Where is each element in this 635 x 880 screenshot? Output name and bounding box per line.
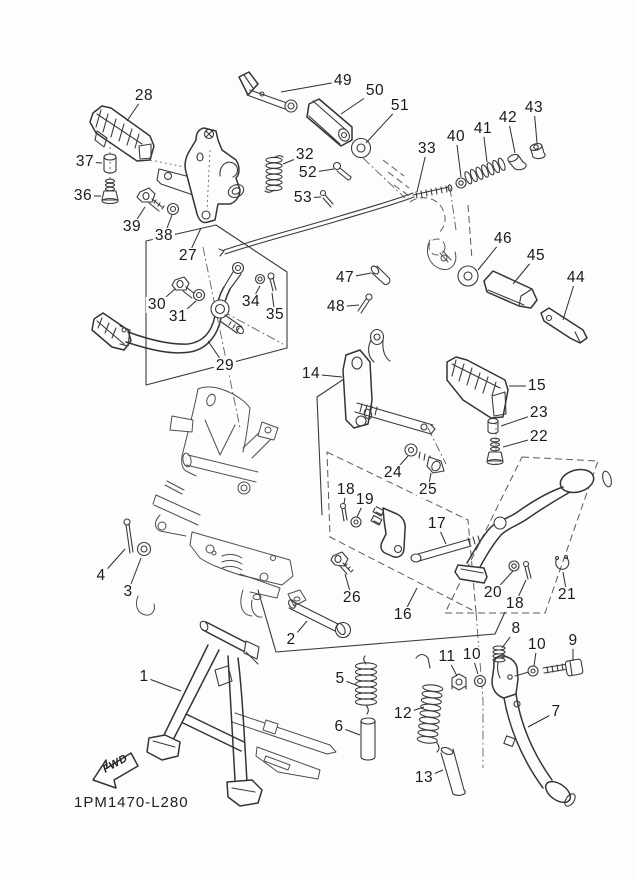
part-23-collar: [487, 417, 499, 435]
part-switch-bracket: [370, 505, 406, 558]
part-43-nut: [529, 142, 546, 160]
part-29-brake-pedal: [91, 261, 245, 354]
pedal-group-box: [145, 224, 288, 386]
frame-ghost-sketch: [382, 159, 473, 271]
part-47-pin: [370, 265, 391, 285]
part-46-washer: [457, 265, 479, 287]
part-32-spring: [264, 155, 284, 193]
part-10-washer-outer: [527, 665, 539, 677]
part-52-pin: [332, 161, 352, 181]
part-8-spring: [492, 645, 506, 663]
part-39-bolt: [136, 187, 165, 212]
part-14-footrest-bracket: [342, 328, 436, 435]
part-45-footrest-rubber-rear: [483, 270, 538, 309]
part-42-collar: [507, 153, 527, 171]
part-34-washer: [254, 273, 266, 285]
part-30-bolt: [171, 276, 196, 299]
part-10-washer-inner: [473, 674, 487, 688]
part-15-footrest-rubber: [446, 356, 509, 419]
frame-sidestand-bracket-sketch: [231, 712, 337, 780]
frame-center-sketch: [135, 386, 307, 618]
part-53-cotter-pin: [319, 189, 334, 208]
part-11-nut: [451, 673, 467, 691]
part-38-washer: [166, 202, 180, 216]
part-35-cotter-pin: [267, 272, 277, 292]
part-36-bolt: [101, 178, 119, 205]
diagram-code: 1PM1470-L280: [74, 794, 189, 811]
part-6-collar: [360, 717, 376, 761]
part-18-cotter-pin-lower: [522, 560, 532, 580]
part-31-washer: [192, 288, 206, 302]
part-44-bracket: [540, 307, 588, 344]
part-25-bolt: [418, 451, 445, 474]
part-40-nut: [455, 177, 467, 189]
part-22-bolt: [486, 437, 504, 466]
part-13-tube: [440, 746, 466, 796]
part-2-stand-pivot-shaft: [288, 599, 352, 639]
part-33-cable: [218, 184, 453, 257]
part-7-side-stand: [491, 655, 576, 807]
part-51-washer: [350, 137, 372, 159]
part-20-washer: [508, 560, 520, 572]
part-9-bolt: [542, 658, 584, 677]
part-28-footrest-rubber-front: [89, 105, 155, 162]
part-1-center-stand: [146, 620, 263, 807]
part-21-circlip: [554, 554, 570, 570]
part-50-pivot-block: [306, 98, 353, 147]
part-17-brake-rod: [410, 535, 481, 563]
part-49-lever: [238, 71, 298, 113]
part-18-cotter-pin-upper: [339, 502, 348, 522]
part-5-stand-spring: [354, 655, 378, 715]
part-27-footrest-bracket-front: [156, 127, 245, 224]
part-41-spring: [464, 157, 506, 185]
part-26-bolt: [330, 551, 354, 575]
part-12-side-stand-spring: [415, 653, 444, 753]
part-48-cotter-pin: [357, 293, 373, 314]
part-pedal-lever: [454, 468, 612, 584]
part-37-collar: [103, 153, 117, 174]
part-3-washer: [136, 541, 152, 557]
pedal-lever-dashed-box: [444, 456, 599, 614]
part-19-washer: [350, 516, 362, 528]
fwd-arrow: [92, 752, 139, 789]
part-4-cotter-pin: [123, 518, 134, 554]
part-24-washer: [404, 443, 418, 457]
